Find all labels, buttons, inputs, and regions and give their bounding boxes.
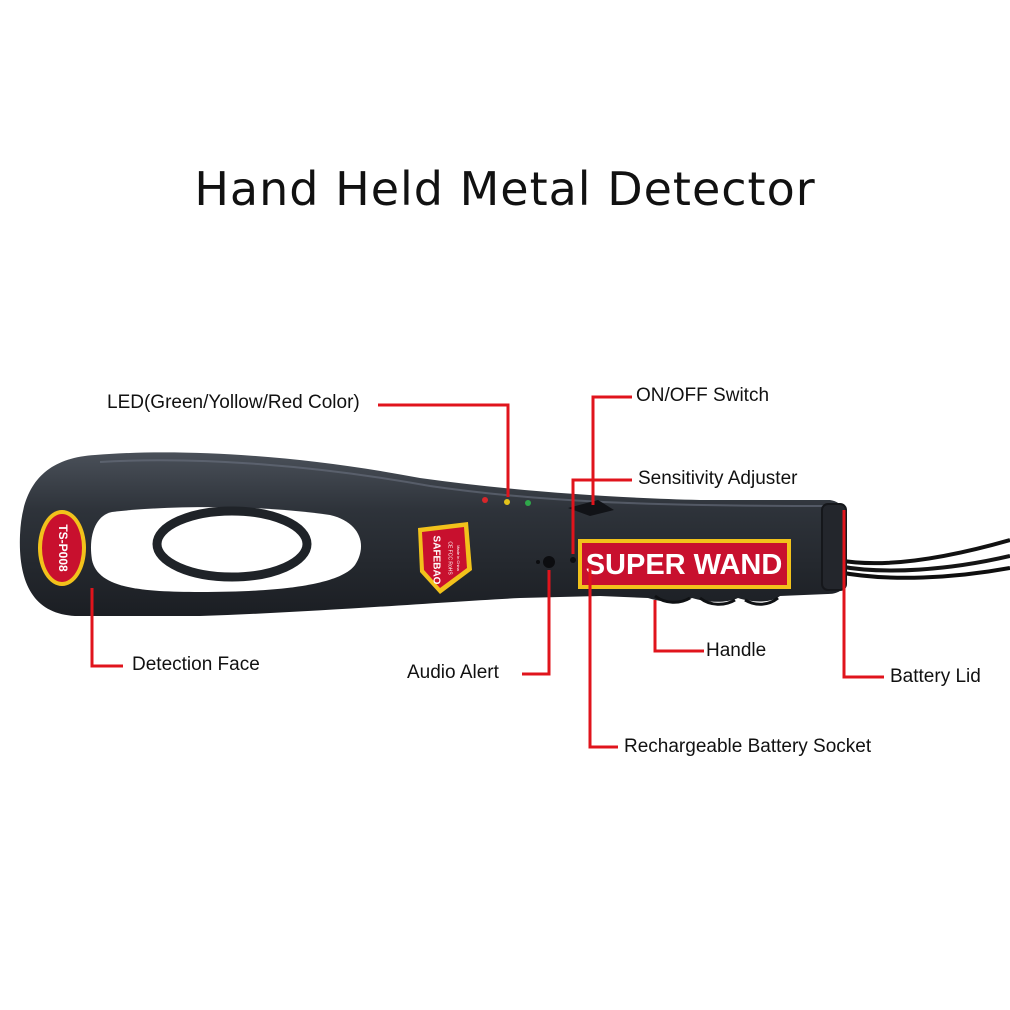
leader-battery-socket bbox=[588, 566, 618, 749]
on-off-switch[interactable] bbox=[568, 500, 614, 516]
callout-handle: Handle bbox=[706, 640, 767, 661]
cert-text: CE FCC RoHS bbox=[447, 541, 453, 575]
lanyard-strap bbox=[837, 538, 1010, 580]
brand-badge-text: SAFEBAO bbox=[430, 536, 441, 585]
callout-battery-lid: Battery Lid bbox=[890, 666, 981, 687]
origin-text: Made in China bbox=[456, 545, 461, 572]
detection-face-ring bbox=[152, 506, 312, 582]
callout-sensitivity-adjuster: Sensitivity Adjuster bbox=[638, 468, 798, 489]
led-yellow-icon bbox=[504, 499, 510, 505]
battery-lid[interactable] bbox=[821, 503, 847, 591]
model-badge-text: TS-P008 bbox=[56, 524, 70, 572]
leader-handle bbox=[653, 600, 704, 653]
callout-detection-face: Detection Face bbox=[132, 654, 260, 675]
model-badge: TS-P008 bbox=[38, 510, 86, 586]
led-red-icon bbox=[482, 497, 488, 503]
leader-sensitivity bbox=[571, 478, 632, 554]
body-highlight bbox=[99, 459, 831, 507]
led-green-icon bbox=[525, 500, 531, 506]
leader-led bbox=[378, 403, 510, 497]
leader-lines bbox=[90, 395, 884, 749]
callout-on-off-switch: ON/OFF Switch bbox=[636, 385, 770, 406]
leader-audio-alert bbox=[522, 570, 551, 676]
leader-switch bbox=[591, 395, 632, 505]
page-title: Hand Held Metal Detector bbox=[194, 162, 816, 216]
handle-grip bbox=[654, 594, 779, 606]
product-label-text: SUPER WAND bbox=[586, 549, 783, 581]
callout-battery-socket: Rechargeable Battery Socket bbox=[624, 736, 872, 757]
callout-audio-alert: Audio Alert bbox=[407, 662, 499, 683]
sensitivity-adjuster[interactable] bbox=[570, 557, 576, 563]
leader-battery-lid bbox=[842, 510, 884, 679]
audio-alert-speaker bbox=[536, 556, 555, 568]
led-indicators bbox=[482, 497, 531, 506]
callout-led: LED(Green/Yollow/Red Color) bbox=[107, 392, 360, 413]
product-label: SUPER WAND bbox=[578, 539, 791, 589]
brand-badge: SAFEBAO CE FCC RoHS Made in China bbox=[418, 522, 472, 594]
leader-detection-face bbox=[90, 588, 123, 668]
